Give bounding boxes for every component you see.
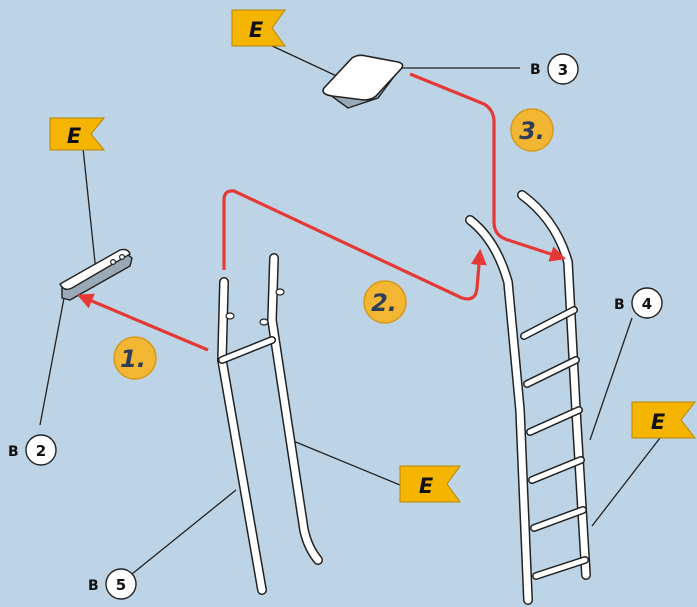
cap-plate <box>322 54 404 109</box>
leader-callout-ladder <box>589 317 633 441</box>
step-badge-icon-2: 2. <box>363 280 407 324</box>
flag-letter-middle: E <box>419 474 434 498</box>
leader-lines <box>39 43 661 575</box>
arrow-step-1 <box>77 293 209 352</box>
callout-letter-cap: B <box>530 62 541 78</box>
leader-flag-right <box>591 437 661 527</box>
callout-letter-rails: B <box>88 578 99 594</box>
leader-flag-left <box>82 147 97 273</box>
callout-letter-bracket: B <box>8 444 19 460</box>
callout-bracket: B 2 <box>8 434 57 466</box>
bracket-part <box>59 248 133 301</box>
callout-ladder: B 4 <box>614 287 663 319</box>
callout-letter-ladder: B <box>614 297 625 313</box>
step-label-3: 3. <box>519 117 545 145</box>
flag-letter-right: E <box>651 410 666 434</box>
callout-cap: B 3 <box>530 53 579 85</box>
flag-letter-top: E <box>249 18 264 42</box>
flag-icon-top: E <box>231 9 286 47</box>
loose-rails <box>217 253 323 595</box>
step-label-2: 2. <box>371 289 397 317</box>
callout-number-cap: 3 <box>558 61 568 79</box>
arrow-step-2 <box>222 189 487 301</box>
flag-icon-left: E <box>49 117 106 151</box>
callout-number-ladder: 4 <box>642 295 652 313</box>
leader-callout-bracket <box>39 297 65 426</box>
main-ladder <box>465 190 591 605</box>
step-label-1: 1. <box>120 345 146 373</box>
leader-callout-rails <box>131 489 237 575</box>
leader-flag-middle <box>285 437 401 486</box>
step-badge-icon-3: 3. <box>510 108 554 152</box>
flag-letter-left: E <box>67 124 82 148</box>
step-badge-icon-1: 1. <box>113 336 157 380</box>
flag-icon-right: E <box>631 401 697 439</box>
flag-icon-middle: E <box>399 465 461 503</box>
callout-number-bracket: 2 <box>36 442 46 460</box>
assembly-arrows <box>77 72 567 352</box>
callout-rails: B 5 <box>88 568 137 600</box>
arrow-step-3 <box>409 72 567 262</box>
callout-number-rails: 5 <box>116 576 126 594</box>
